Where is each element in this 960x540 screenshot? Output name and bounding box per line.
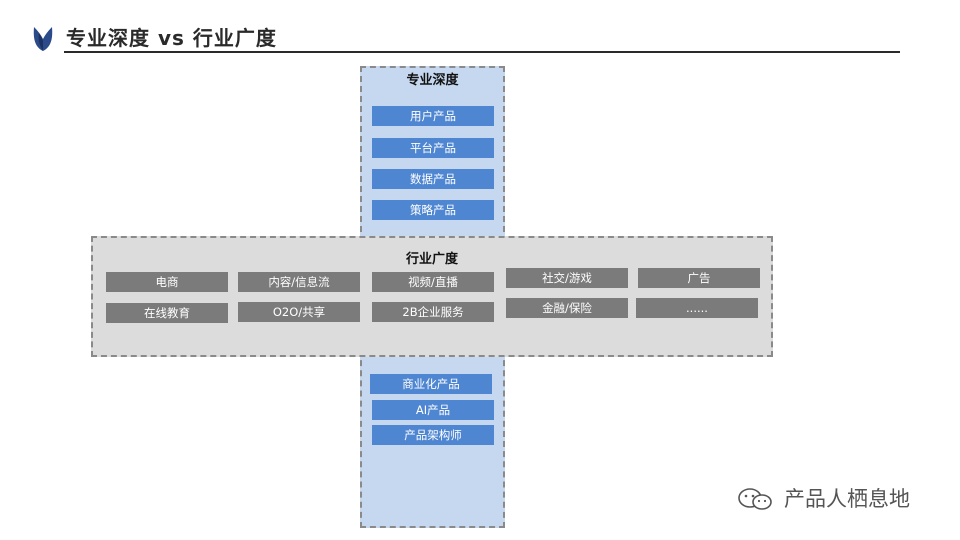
breadth-item-social-games: 社交/游戏 — [506, 268, 628, 288]
depth-title: 专业深度 — [406, 73, 459, 88]
breadth-item-online-education: 在线教育 — [106, 303, 228, 323]
breadth-item-o2o-sharing: O2O/共享 — [238, 302, 360, 322]
breadth-item-content-feed: 内容/信息流 — [238, 272, 360, 292]
breadth-item-more: ...... — [636, 298, 758, 318]
breadth-item-ecommerce: 电商 — [106, 272, 228, 292]
breadth-band — [91, 236, 773, 357]
depth-item-strategy-product: 策略产品 — [372, 200, 494, 220]
watermark: 产品人栖息地 — [736, 482, 936, 516]
depth-item-product-architect: 产品架构师 — [372, 425, 494, 445]
page-title: 专业深度 vs 行业广度 — [66, 26, 277, 50]
breadth-item-advertising: 广告 — [638, 268, 760, 288]
wechat-icon — [738, 488, 772, 510]
depth-item-data-product: 数据产品 — [372, 169, 494, 189]
depth-item-platform-product: 平台产品 — [372, 138, 494, 158]
depth-item-commercial-product: 商业化产品 — [370, 374, 492, 394]
breadth-item-2b-services: 2B企业服务 — [372, 302, 494, 322]
watermark-text: 产品人栖息地 — [784, 487, 910, 511]
depth-item-ai-product: AI产品 — [372, 400, 494, 420]
breadth-item-video-live: 视频/直播 — [372, 272, 494, 292]
title-divider — [64, 51, 900, 53]
brand-logo-icon — [33, 27, 53, 51]
depth-item-user-product: 用户产品 — [372, 106, 494, 126]
breadth-title: 行业广度 — [405, 252, 458, 267]
breadth-item-finance-insurance: 金融/保险 — [506, 298, 628, 318]
